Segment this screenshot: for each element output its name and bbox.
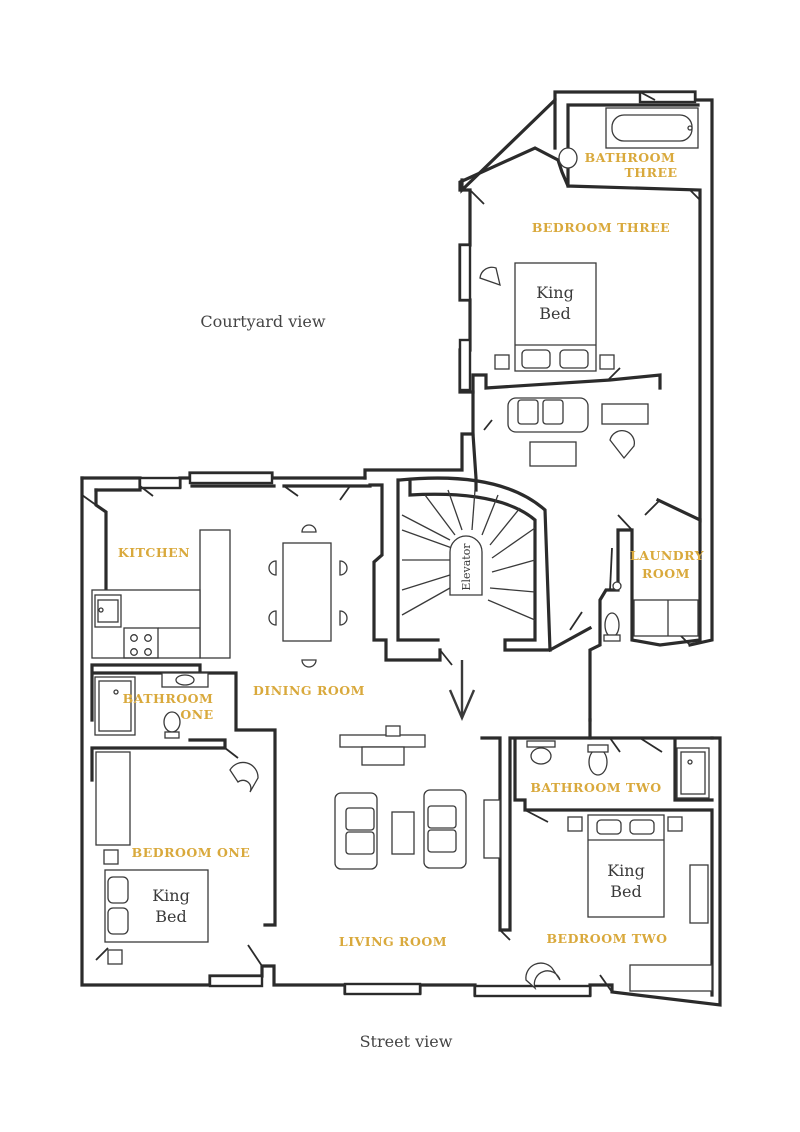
living-room-furniture — [334, 725, 501, 870]
bed-three-label-line1: King — [536, 283, 574, 302]
laundry-room-label-line1: LAUNDRY — [630, 548, 705, 563]
bathroom-three-label-line1: BATHROOM — [585, 150, 676, 165]
bedroom-three-label: BEDROOM THREE — [532, 220, 670, 235]
bedroom-two-label: BEDROOM TWO — [546, 931, 667, 946]
courtyard-view-label: Courtyard view — [200, 312, 325, 331]
bathroom-two-label: BATHROOM TWO — [530, 780, 661, 795]
labels: Courtyard view Street view KITCHEN DININ… — [118, 150, 705, 1051]
bathroom-two-fixtures — [526, 740, 710, 799]
street-view-label: Street view — [360, 1032, 453, 1051]
bed-one-label-line1: King — [152, 886, 190, 905]
elevator-label: Elevator — [460, 543, 473, 591]
bed-two-label-line1: King — [607, 861, 645, 880]
windows — [138, 90, 697, 998]
bathroom-one-label-line1: BATHROOM — [123, 691, 214, 706]
bathroom-three-label-line2: THREE — [624, 165, 677, 180]
kitchen-label: KITCHEN — [118, 545, 190, 560]
bedroom-one-furniture — [95, 751, 259, 965]
staircase — [401, 489, 536, 722]
laundry-fixtures — [603, 581, 699, 642]
bedroom-three-furniture — [479, 262, 649, 467]
dining-room-label: DINING ROOM — [253, 683, 365, 698]
door-swings — [81, 91, 701, 993]
kitchen-furniture — [91, 529, 231, 659]
bathroom-one-label-line2: ONE — [180, 707, 213, 722]
dining-furniture — [268, 524, 348, 668]
bathroom-three-fixtures — [558, 107, 699, 169]
laundry-room-label-line2: ROOM — [642, 566, 690, 581]
living-room-label: LIVING ROOM — [339, 934, 447, 949]
bed-three-label-line2: Bed — [539, 304, 570, 323]
bed-one-label-line2: Bed — [155, 907, 186, 926]
bedroom-one-label: BEDROOM ONE — [132, 845, 251, 860]
bathroom-one-fixtures — [94, 672, 209, 739]
bedroom-two-furniture — [525, 814, 713, 992]
bed-two-label-line2: Bed — [610, 882, 641, 901]
